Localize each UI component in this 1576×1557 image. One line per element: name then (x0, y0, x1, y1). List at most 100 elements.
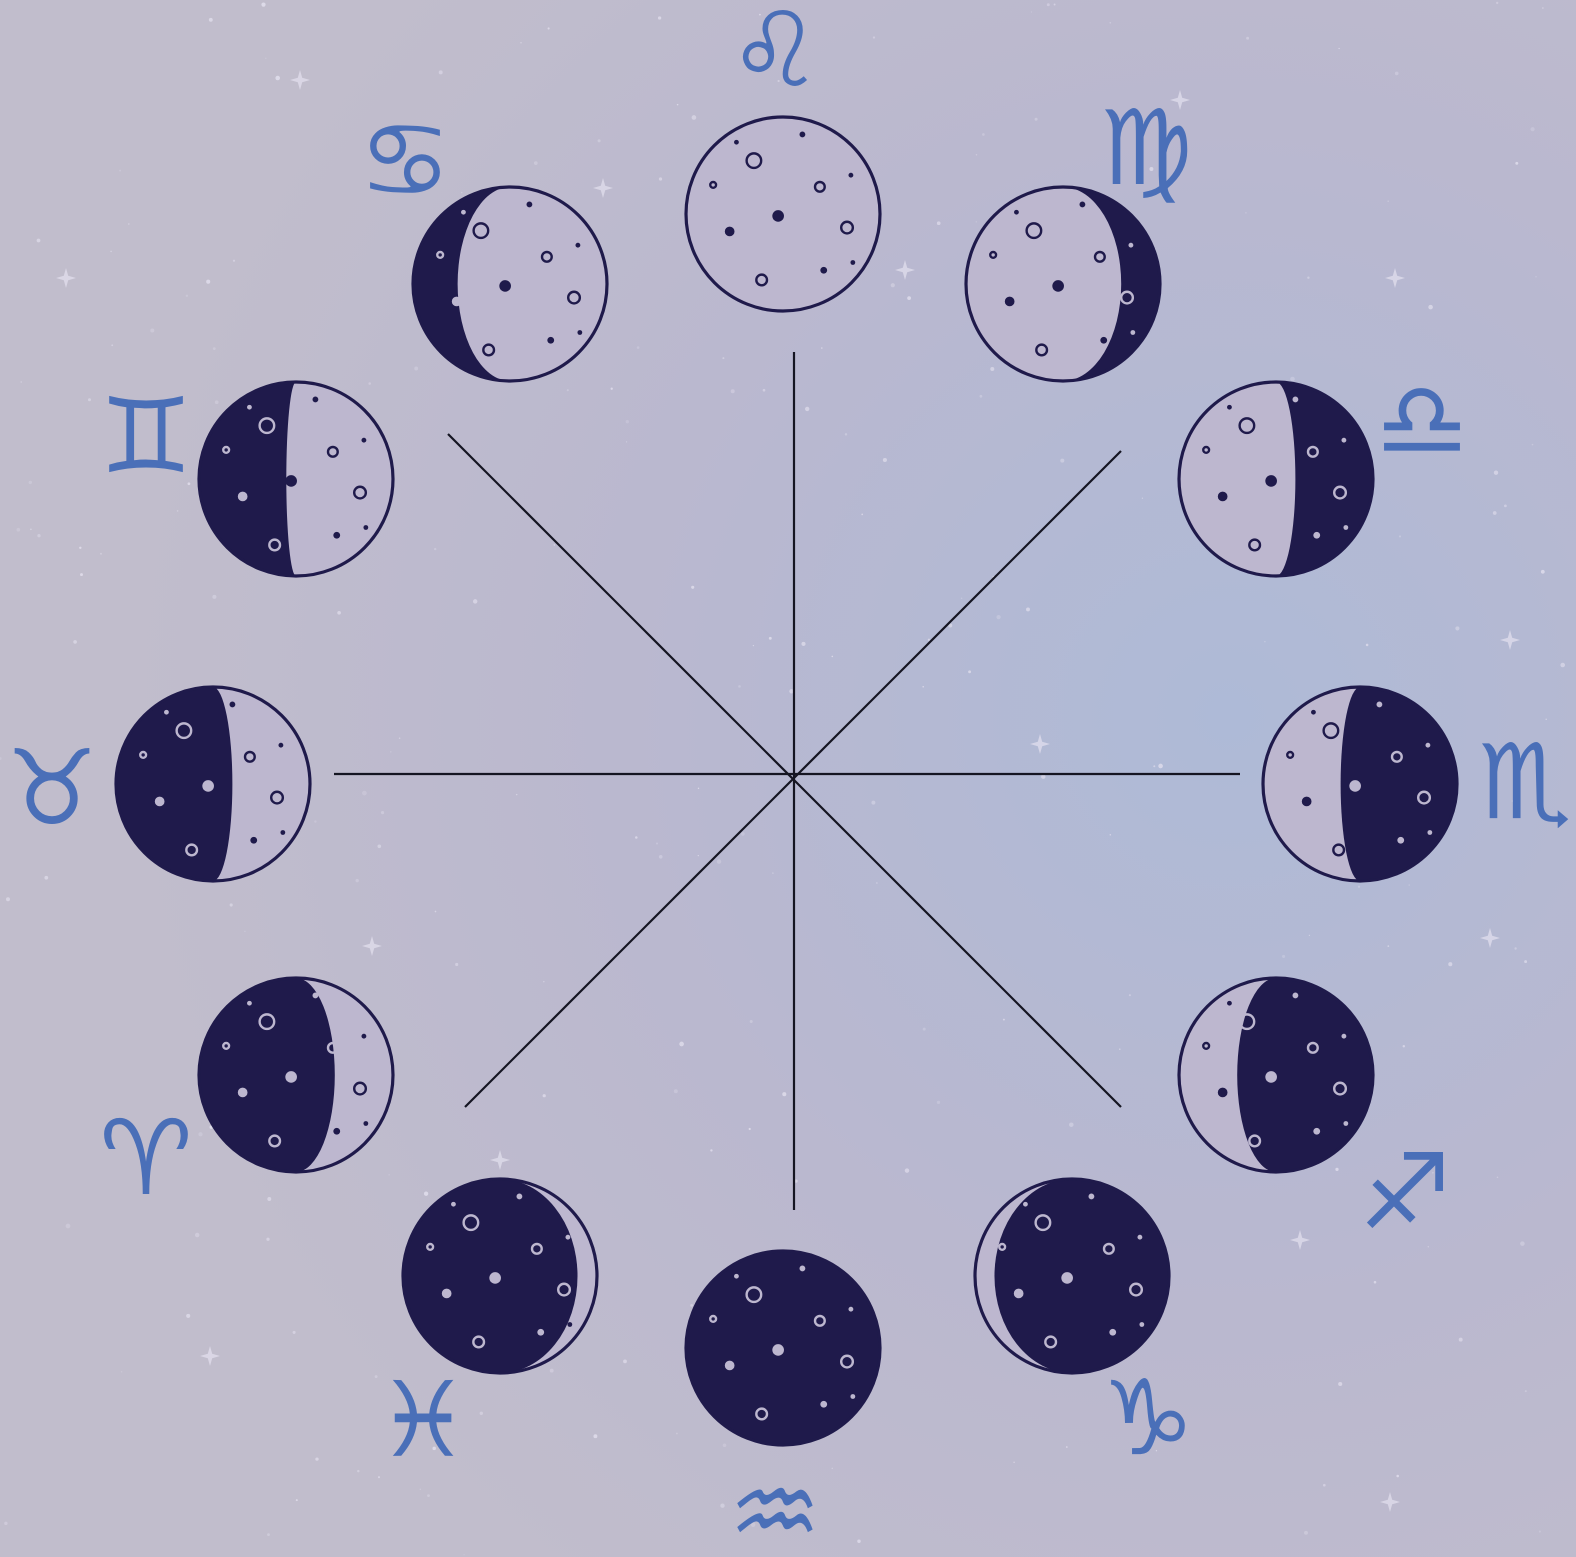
star-dot (314, 820, 316, 822)
moon-waxing-crescent (199, 978, 393, 1172)
star-dot (461, 192, 463, 194)
star-dot (1539, 1531, 1541, 1533)
star-dot (399, 737, 401, 739)
star-dot (659, 177, 662, 180)
star-dot (534, 161, 538, 165)
crater (363, 525, 368, 530)
crater (333, 532, 340, 539)
star-dot (473, 599, 477, 603)
crater (164, 710, 169, 715)
crater (155, 797, 165, 807)
zodiac-scorpio-icon: ♏ (1478, 721, 1571, 843)
star-dot (1366, 644, 1369, 647)
crater (799, 1266, 805, 1272)
star-dot (1335, 1168, 1338, 1171)
star-dot (937, 1101, 940, 1104)
crater (1218, 492, 1228, 502)
star-dot (427, 1494, 430, 1497)
star-dot (1041, 774, 1045, 778)
crater (1313, 532, 1320, 539)
moon-waning-crescent (1179, 978, 1373, 1172)
star-dot (871, 801, 875, 805)
star-dot (150, 328, 154, 332)
star-dot (29, 481, 32, 484)
crater (772, 210, 784, 222)
crater (1137, 1235, 1142, 1240)
crater (361, 438, 366, 443)
crater (1311, 710, 1316, 715)
star-dot (782, 1092, 786, 1096)
star-dot (753, 645, 754, 646)
star-dot (1532, 444, 1534, 446)
star-dot (195, 1233, 199, 1237)
crater (442, 1289, 452, 1299)
star-dot (1069, 1122, 1074, 1127)
crater (361, 1034, 366, 1039)
star-dot (420, 1489, 421, 1490)
star-dot (267, 1533, 270, 1536)
star-dot (296, 1499, 298, 1501)
star-dot (1374, 1281, 1377, 1284)
star-dot (1158, 764, 1163, 769)
zodiac-leo-icon: ♌ (728, 0, 821, 111)
crater (247, 405, 252, 410)
zodiac-sagittarius-icon: ♐ (1358, 1131, 1451, 1253)
star-dot (79, 547, 81, 549)
star-dot (1428, 305, 1433, 310)
crater (577, 330, 582, 335)
crater (725, 1361, 735, 1371)
star-dot (80, 573, 83, 576)
star-dot (982, 133, 985, 136)
moon-first-quarter (116, 687, 310, 881)
star-dot (66, 1224, 71, 1229)
crater (247, 1001, 252, 1006)
crater (516, 1194, 522, 1200)
star-dot (455, 963, 458, 966)
star-dot (1129, 994, 1131, 996)
zodiac-gemini-icon: ♊ (99, 375, 192, 497)
crater (537, 1329, 544, 1336)
star-dot (100, 553, 102, 555)
star-dot (377, 844, 381, 848)
star-dot (598, 139, 601, 142)
zodiac-pisces-icon: ♓ (376, 1359, 469, 1481)
star-dot (1031, 11, 1032, 12)
star-dot (480, 1412, 483, 1415)
star-dot (1408, 884, 1410, 886)
star-dot (1013, 1461, 1015, 1463)
star-dot (1535, 276, 1537, 278)
star-dot (567, 389, 569, 391)
star-dot (1395, 72, 1399, 76)
crater (848, 173, 853, 178)
star-dot (1494, 471, 1498, 475)
star-dot (388, 1174, 390, 1176)
star-dot (88, 398, 91, 401)
zodiac-virgo-icon: ♍ (1099, 87, 1192, 209)
crater (772, 1344, 784, 1356)
star-dot (996, 615, 1000, 619)
star-dot (741, 832, 745, 836)
crater (202, 780, 214, 792)
star-dot (548, 27, 550, 29)
zodiac-capricorn-icon: ♑ (1101, 1357, 1194, 1479)
star-dot (821, 347, 823, 349)
star-dot (1026, 607, 1030, 611)
star-dot (1054, 4, 1056, 6)
star-dot (1153, 765, 1155, 767)
crater (820, 267, 827, 274)
star-dot (20, 381, 22, 383)
star-dot (690, 1304, 693, 1307)
star-dot (980, 395, 983, 398)
star-dot (659, 855, 663, 859)
star-dot (1309, 935, 1310, 936)
star-dot (750, 1020, 753, 1023)
star-dot (845, 433, 847, 435)
crater (1014, 210, 1019, 215)
star-dot (691, 586, 694, 589)
star-dot (857, 1540, 860, 1543)
star-dot (73, 640, 77, 644)
moon-waning-gibbous-late (1179, 382, 1373, 576)
zodiac-libra-icon: ♎ (1375, 359, 1468, 481)
star-dot (1455, 626, 1459, 630)
star-dot (873, 36, 875, 38)
